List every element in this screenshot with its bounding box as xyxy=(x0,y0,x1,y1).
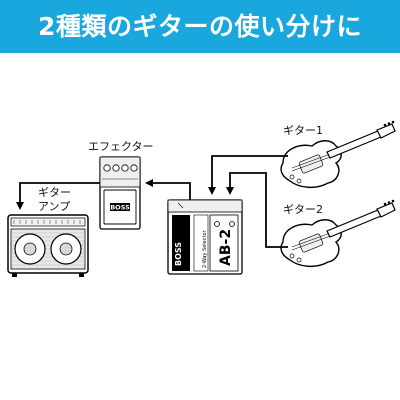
effector-pedal: BOSS xyxy=(99,156,141,230)
switcher-model: AB-2 xyxy=(218,229,234,266)
ab2-switcher: BOSS 2-Way Selector AB-2 xyxy=(167,199,243,275)
switcher-subtitle: 2-Way Selector xyxy=(202,229,208,268)
guitar1 xyxy=(280,120,396,188)
effector-brand: BOSS xyxy=(110,204,130,212)
cable-effector-to-amp xyxy=(16,182,100,210)
guitar2-label: ギター2 xyxy=(283,203,323,216)
amp-label-line1: ギター xyxy=(38,186,71,199)
guitar-amp xyxy=(7,214,89,277)
connection-diagram: BOSS BOSS 2-Way Selector AB-2 xyxy=(7,120,396,277)
page-title: 2種類のギターの使い分けに xyxy=(38,12,362,41)
guitar1-label: ギター1 xyxy=(283,124,323,137)
title-banner xyxy=(0,0,400,53)
switcher-brand: BOSS xyxy=(174,242,183,266)
cable-guitar1-to-switcher xyxy=(208,155,288,195)
guitar2 xyxy=(280,199,396,267)
effector-label: エフェクター xyxy=(88,140,154,153)
cable-guitar2-to-switcher xyxy=(226,172,288,248)
cables xyxy=(16,155,288,248)
cable-switcher-to-effector xyxy=(145,179,191,200)
amp-label-line2: アンプ xyxy=(38,200,71,213)
